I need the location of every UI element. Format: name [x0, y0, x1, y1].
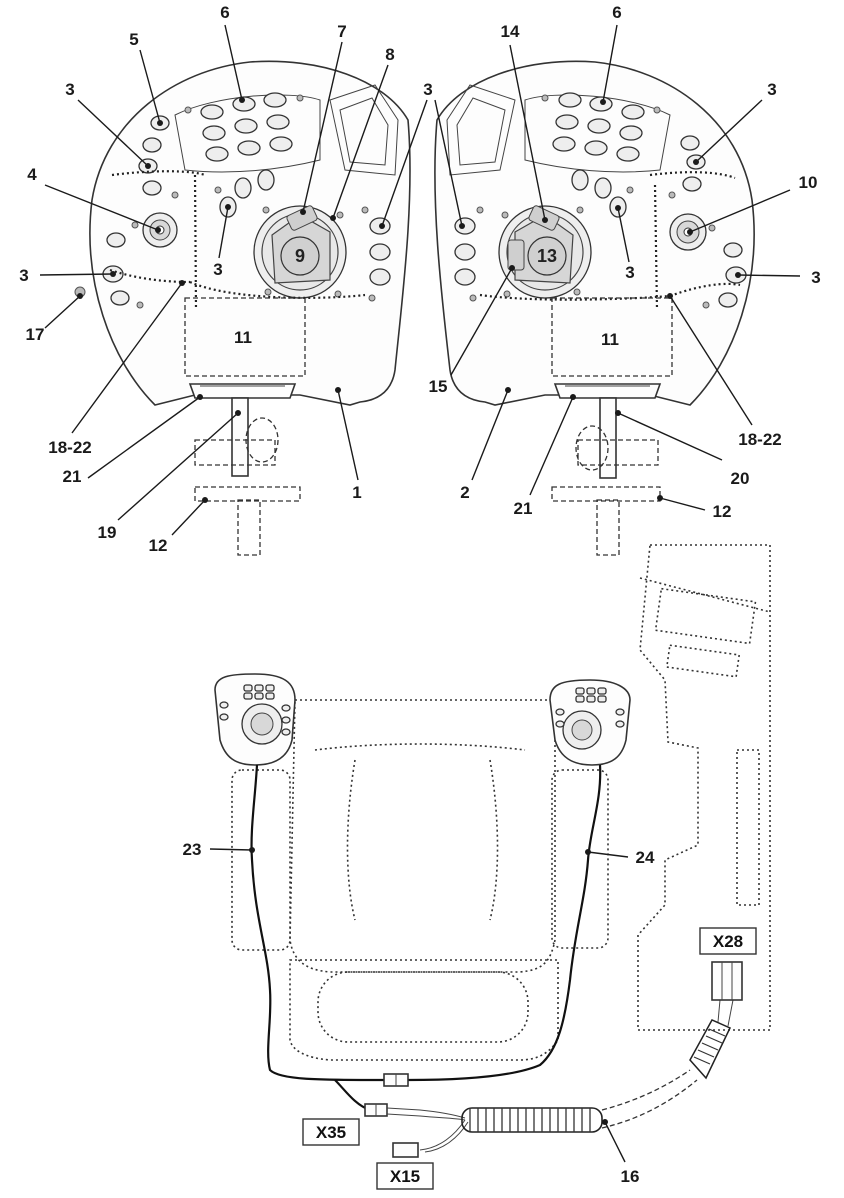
right-unit-body [434, 60, 755, 406]
right-unit-labels: 6 14 3 10 3 3 3 15 18-22 20 2 21 12 [429, 3, 821, 521]
label-20: 20 [731, 469, 750, 488]
x28-tag: X28 [699, 927, 757, 955]
left-post [231, 397, 249, 477]
x15-tag: X15 [376, 1162, 434, 1190]
left-joystick: 9 [253, 205, 347, 299]
right-post [599, 397, 617, 479]
label-7: 7 [337, 22, 346, 41]
label-9: 9 [295, 246, 305, 266]
right-keypad [541, 92, 661, 162]
label-4: 4 [27, 165, 37, 184]
x28-connector-body [711, 961, 743, 1001]
left-keypad-panel [174, 94, 321, 173]
right-joystick: 13 [498, 205, 592, 299]
label-5: 5 [129, 30, 138, 49]
label-3-left-b: 3 [423, 80, 432, 99]
label-3-left-c: 3 [213, 260, 222, 279]
label-15: 15 [429, 377, 448, 396]
cab-right-control-unit [549, 679, 631, 766]
coil-cable-x28 [689, 999, 734, 1080]
label-24: 24 [636, 848, 655, 867]
label-11-left: 11 [234, 328, 252, 347]
left-control-unit: 9 11 [74, 60, 411, 556]
x15-connector-body [392, 1142, 419, 1158]
label-11-right: 11 [601, 330, 619, 349]
left-keypad [184, 92, 304, 162]
x28-label: X28 [713, 932, 743, 951]
label-13: 13 [537, 246, 557, 266]
label-19: 19 [98, 523, 117, 542]
right-armrest-cable-24 [407, 764, 602, 1082]
right-keypad-panel [524, 94, 671, 173]
label-8: 8 [385, 45, 394, 64]
right-control-unit: 13 11 [434, 60, 755, 556]
label-23: 23 [183, 840, 202, 859]
x15-label: X15 [390, 1167, 420, 1186]
cab-console-outline [637, 544, 771, 1031]
left-arc-buttons [214, 169, 275, 218]
left-mount-bracket [188, 383, 297, 399]
label-21-left: 21 [63, 467, 82, 486]
label-14: 14 [501, 22, 520, 41]
label-12-left: 12 [149, 536, 168, 555]
left-unit-body [89, 60, 411, 406]
cab-layout: X28 X35 X15 23 24 16 [183, 544, 771, 1190]
cab-left-control-unit [214, 673, 296, 766]
label-3-right-a: 3 [767, 80, 776, 99]
right-left-column-buttons [454, 206, 484, 302]
right-arm-12 [551, 486, 661, 502]
label-6-right: 6 [612, 3, 621, 22]
x35-tag: X35 [302, 1118, 360, 1146]
label-16: 16 [621, 1167, 640, 1186]
label-12-right: 12 [713, 502, 732, 521]
label-3-left-a: 3 [65, 80, 74, 99]
label-3-right-c: 3 [811, 268, 820, 287]
label-10: 10 [799, 173, 818, 192]
seat-back-outline [289, 699, 556, 973]
right-mount-bracket [553, 383, 662, 399]
label-3-right-b: 3 [625, 263, 634, 282]
label-21-right: 21 [514, 499, 533, 518]
label-18-22-right: 18-22 [738, 430, 781, 449]
right-armrest-outline [551, 769, 609, 949]
label-17: 17 [26, 325, 45, 344]
left-unit-labels: 6 5 7 8 3 3 4 3 3 17 18-22 21 1 19 12 [19, 3, 432, 555]
label-3-left-d: 3 [19, 266, 28, 285]
seat-cushion-outline [289, 959, 559, 1061]
left-window [329, 84, 399, 176]
left-armrest-outline [231, 769, 291, 951]
x35-label: X35 [316, 1123, 346, 1142]
right-window [446, 84, 516, 176]
label-18-22-left: 18-22 [48, 438, 91, 457]
left-arm-12 [194, 486, 301, 502]
label-1: 1 [352, 483, 361, 502]
right-side-buttons [668, 135, 747, 309]
label-2: 2 [460, 483, 469, 502]
left-armrest-cable-23 [250, 764, 400, 1082]
right-module-11-box [551, 297, 673, 377]
top-leader-lines [39, 24, 801, 536]
label-6-left: 6 [220, 3, 229, 22]
coil-cable-16 [461, 1069, 698, 1133]
left-module-11-box [184, 297, 306, 377]
